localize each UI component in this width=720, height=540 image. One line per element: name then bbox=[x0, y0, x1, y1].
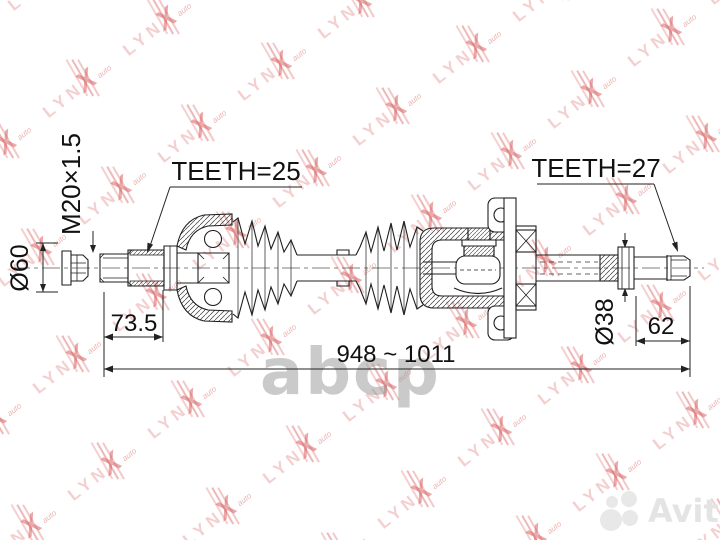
damper-sleeve bbox=[599, 254, 619, 282]
hub-nut bbox=[61, 250, 89, 286]
bearing-collar bbox=[617, 246, 635, 290]
boot-right bbox=[355, 220, 424, 316]
leader-teeth27 bbox=[537, 183, 678, 252]
dim-dia60 bbox=[36, 242, 58, 293]
avito-logo-icon bbox=[600, 491, 638, 531]
platform-watermark: abcp bbox=[260, 336, 441, 410]
dim-62 bbox=[635, 296, 690, 346]
label-dia-outer: Ø60 bbox=[6, 244, 34, 291]
stud-washer bbox=[461, 239, 497, 247]
leader-teeth25 bbox=[147, 186, 302, 253]
shaft-assembly bbox=[61, 197, 691, 341]
dim-overall bbox=[103, 286, 691, 377]
marketplace-watermark: Avito bbox=[598, 489, 720, 533]
leader-thread bbox=[90, 231, 96, 253]
avito-logo-text: Avito bbox=[648, 492, 720, 530]
dim-73-5 bbox=[104, 290, 164, 342]
boot-left bbox=[232, 217, 298, 319]
boot-clamp bbox=[336, 249, 350, 287]
bearing-block bbox=[515, 225, 537, 311]
dim-dia38 bbox=[622, 233, 628, 302]
middle-shaft bbox=[297, 249, 356, 287]
dimensions bbox=[36, 183, 691, 377]
labels: M20×1.5 TEETH=25 TEETH=27 Ø60 Ø38 73.5 6… bbox=[6, 133, 674, 368]
right-shaft bbox=[536, 246, 668, 290]
mount-bracket bbox=[487, 197, 517, 341]
outer-cv-joint bbox=[176, 213, 233, 323]
label-length-outer: 73.5 bbox=[111, 310, 158, 337]
label-thread-spec: M20×1.5 bbox=[56, 133, 86, 235]
label-length-overall: 948 ~ 1011 bbox=[336, 341, 455, 368]
label-teeth-inner: TEETH=27 bbox=[531, 153, 660, 183]
label-teeth-outer: TEETH=25 bbox=[171, 156, 300, 186]
inner-cv-joint bbox=[419, 227, 505, 309]
label-dia-inner: Ø38 bbox=[591, 298, 619, 345]
label-length-inner: 62 bbox=[648, 313, 675, 340]
inner-spline bbox=[666, 255, 691, 281]
